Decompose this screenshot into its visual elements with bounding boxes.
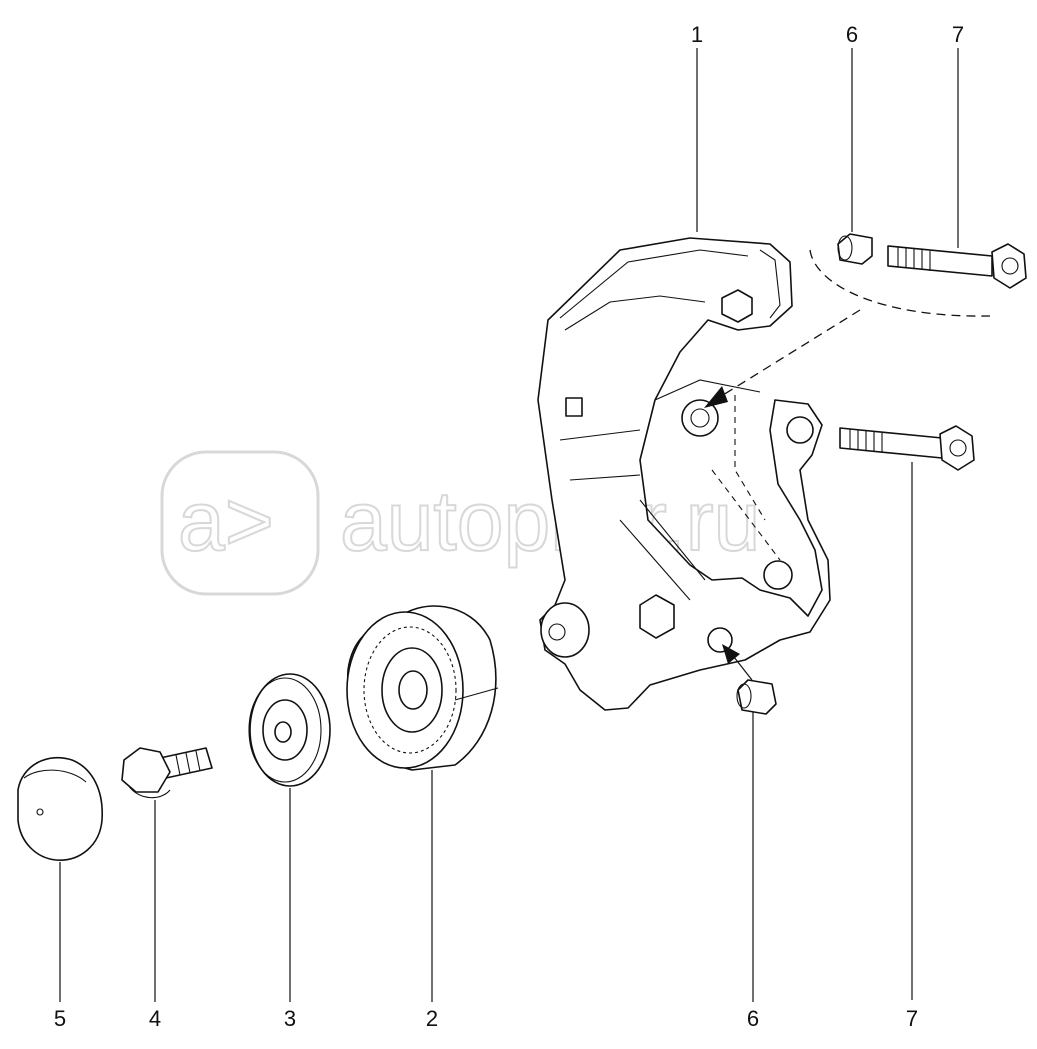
bracket-hole-upper (681, 399, 719, 437)
bolt-long-top (887, 243, 1027, 289)
callout-sleeve-bottom: 6 (747, 1006, 759, 1031)
cap-dome (17, 756, 103, 861)
cap (17, 756, 103, 861)
bracket-mid-rib (654, 379, 761, 401)
assembly-path-top-line (714, 309, 861, 401)
bracket-top-edge (559, 249, 749, 319)
sleeve-bottom-end (736, 683, 752, 709)
arrow-head-lower (722, 644, 740, 664)
callout-pulley-large: 2 (426, 1006, 438, 1031)
bolt-long-bottom-head-face (949, 439, 967, 457)
callout-pulley-small: 3 (284, 1006, 296, 1031)
callout-labels: 1 6 7 7 6 2 3 4 5 (54, 22, 964, 1031)
bolt-long-bottom-head (939, 425, 975, 471)
bolt-long-top-shank (887, 245, 993, 277)
pulley-large (346, 605, 499, 771)
bracket-side-lines (559, 429, 641, 481)
leader-lines (59, 48, 959, 1002)
callout-sleeve-top: 6 (846, 22, 858, 47)
bracket-boss-left-thread (548, 623, 566, 641)
sleeve-bottom-body (737, 679, 777, 715)
bolt-long-top-head-face (1001, 257, 1019, 275)
bracket-hidden-lines (711, 395, 781, 561)
watermark-logo-frame (160, 450, 320, 596)
bracket-lower-hex-bolt (639, 594, 675, 639)
bolt-long-top-thread (897, 247, 931, 271)
watermark-logo-glyph: a> (178, 474, 274, 568)
bracket-inner-rib (564, 295, 706, 331)
bracket-diagonal-rib (619, 499, 706, 601)
bolt-long-bottom-shank (839, 427, 943, 459)
bolt-long-top-head (991, 243, 1027, 289)
callout-bolt-short: 4 (149, 1006, 161, 1031)
cap-rim (23, 769, 87, 783)
callout-cap: 5 (54, 1006, 66, 1031)
pulley-small (248, 673, 331, 787)
bracket-hole-lower-right (763, 560, 793, 590)
bolt-long-bottom-thread (849, 429, 883, 453)
callout-bolt-long-top: 7 (952, 22, 964, 47)
callout-bolt-long-bottom: 7 (906, 1006, 918, 1031)
cap-center-mark (36, 808, 44, 816)
bracket-boss-right (786, 416, 814, 444)
bracket-locator-tab (565, 397, 583, 417)
pulley-small-flange (248, 677, 322, 783)
bolt-short-thread (175, 750, 201, 776)
bolt-short (121, 747, 213, 799)
callout-bracket: 1 (691, 22, 703, 47)
pulley-large-spokes (363, 626, 457, 754)
bracket-ear-edge (759, 249, 781, 319)
bracket (537, 237, 831, 711)
pulley-large-rim-line (454, 687, 499, 701)
bolt-long-bottom (839, 425, 975, 471)
sleeve-bottom (736, 679, 777, 715)
sleeve-top (837, 233, 873, 265)
bracket-hole-lower (707, 627, 733, 653)
pulley-small-hub (274, 721, 292, 743)
pulley-large-hub (398, 670, 428, 710)
bolt-short-flange (127, 784, 171, 799)
sleeve-top-body (837, 233, 873, 265)
bracket-hole-upper-inner (690, 408, 710, 428)
arrow-head-upper (704, 386, 728, 408)
bracket-body (537, 237, 831, 711)
bolt-short-head (121, 747, 171, 793)
sleeve-top-end (837, 235, 853, 261)
bracket-top-hex-bolt (721, 289, 753, 323)
assembly-path-top-arc (809, 249, 991, 317)
